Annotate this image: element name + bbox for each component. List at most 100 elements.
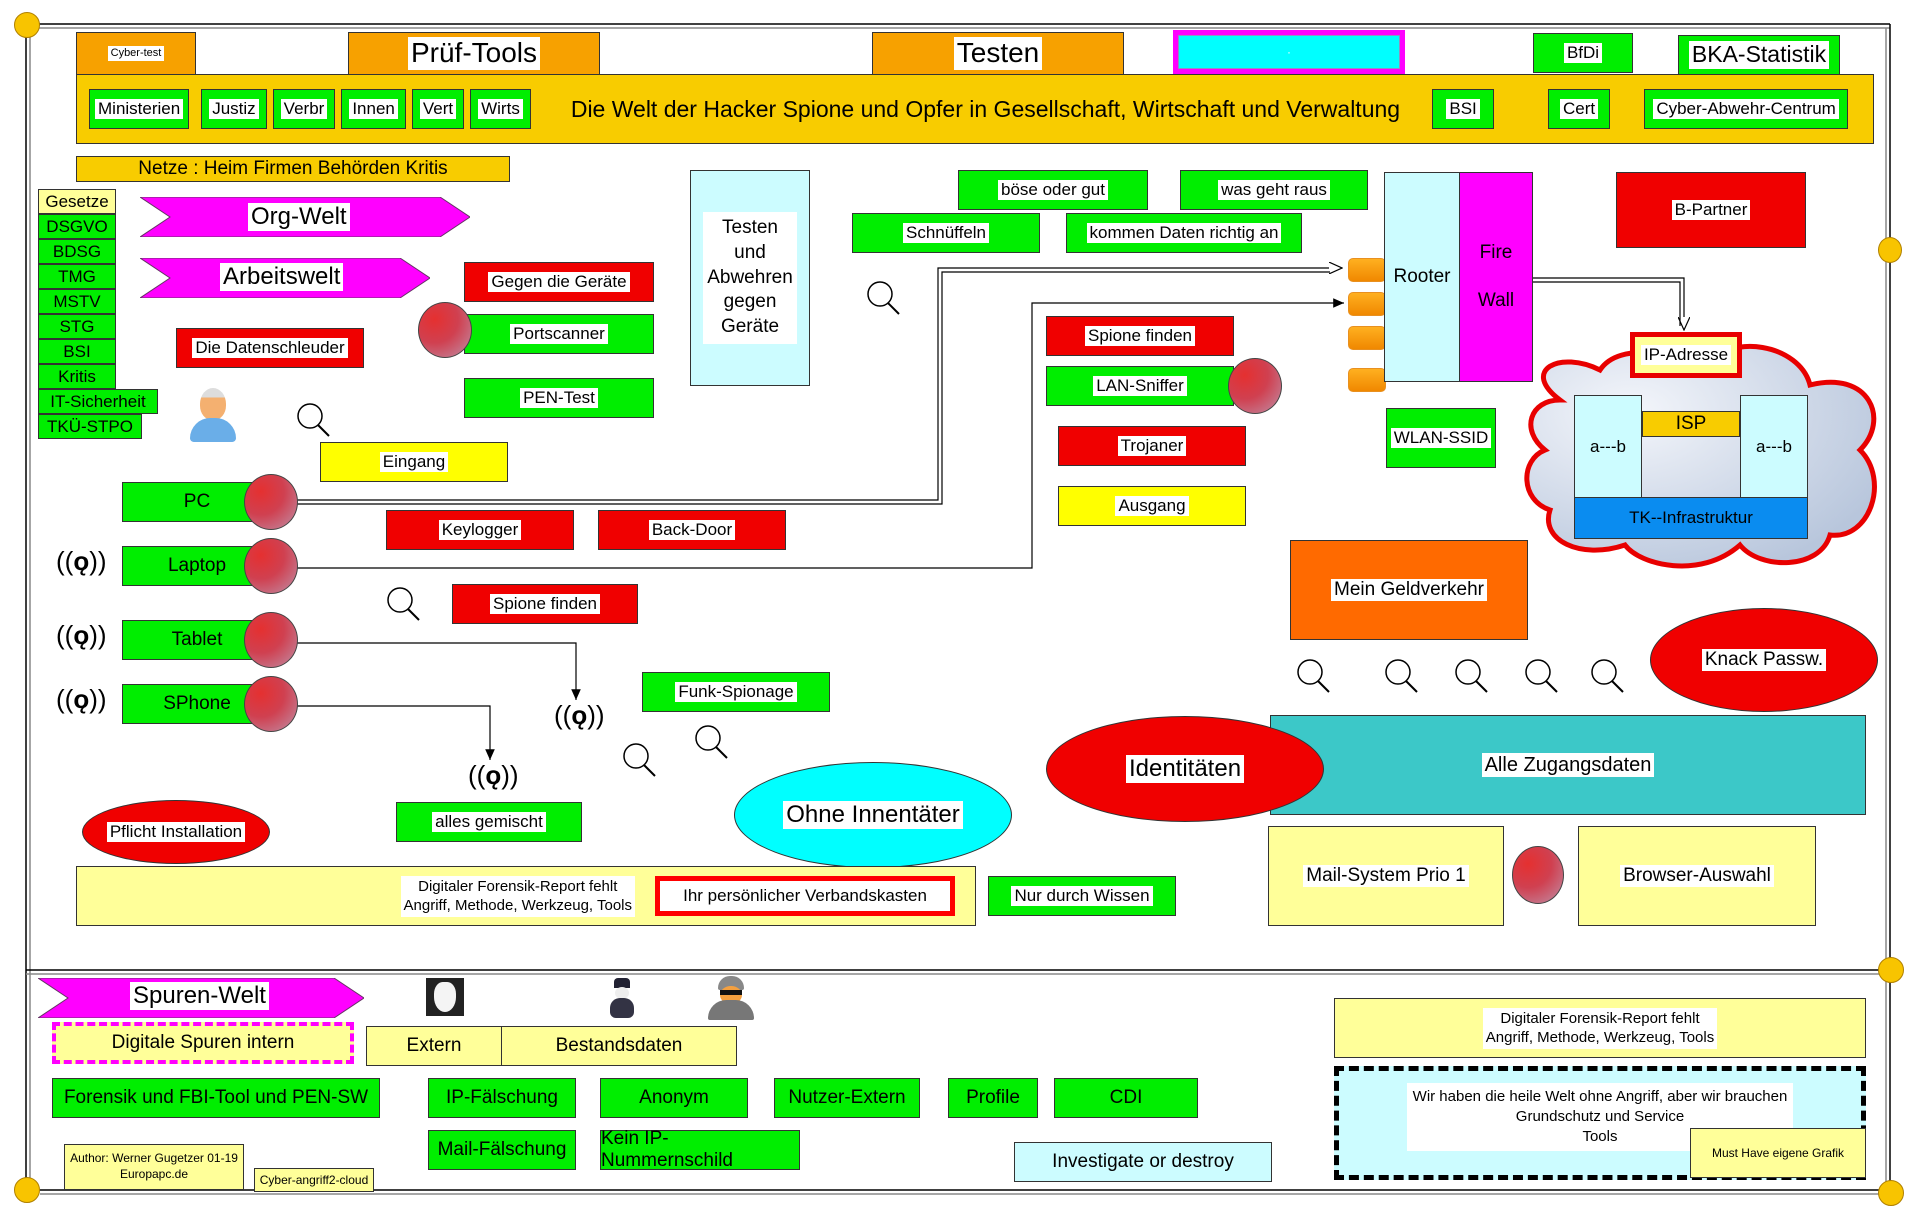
tag-cyber-abwehr-centrum[interactable]: Cyber-Abwehr-Centrum: [1644, 89, 1849, 129]
forensik-tool-box[interactable]: Forensik und FBI-Tool und PEN-SW: [52, 1078, 380, 1118]
frame-handle-bottom-left[interactable]: [14, 1177, 40, 1203]
pen-test-box[interactable]: PEN-Test: [464, 378, 654, 418]
ohne-innentaeter-oval[interactable]: Ohne Innentäter: [734, 762, 1012, 868]
tag-bsi[interactable]: BSI: [1432, 89, 1495, 129]
browser-auswahl-box[interactable]: Browser-Auswahl: [1578, 826, 1816, 926]
backdoor-box[interactable]: Back-Door: [598, 510, 786, 550]
alles-gemischt-box[interactable]: alles gemischt: [396, 802, 582, 842]
investigate-destroy-box[interactable]: Investigate or destroy: [1014, 1142, 1272, 1182]
router-port-2[interactable]: [1348, 292, 1386, 316]
arbeitswelt-arrow[interactable]: Arbeitswelt: [140, 258, 430, 298]
law-item[interactable]: TKÜ-STPO: [38, 414, 142, 439]
alle-zugangsdaten-box[interactable]: Alle Zugangsdaten: [1270, 715, 1866, 815]
law-item[interactable]: BDSG: [38, 239, 116, 264]
frame-handle-right-upper[interactable]: [1878, 237, 1902, 263]
testen-tab[interactable]: Testen: [872, 32, 1124, 74]
portscanner-box[interactable]: Portscanner: [464, 314, 654, 354]
cyber-test-tab[interactable]: Cyber-test: [76, 32, 196, 74]
verbandskasten-box[interactable]: Ihr persönlicher Verbandskasten: [655, 876, 955, 916]
law-item-label: BSI: [63, 341, 91, 361]
tag-innen[interactable]: Innen: [341, 89, 406, 129]
identitaeten-label: Identitäten: [1125, 754, 1245, 784]
extern-box[interactable]: Extern: [366, 1026, 502, 1066]
bka-statistik-button[interactable]: BKA-Statistik: [1678, 35, 1840, 75]
trojaner-box[interactable]: Trojaner: [1058, 426, 1246, 466]
kommen-daten-label: kommen Daten richtig an: [1086, 222, 1282, 244]
must-have-box[interactable]: Must Have eigene Grafik: [1690, 1128, 1866, 1178]
frame-handle-bottom-right[interactable]: [1878, 1180, 1904, 1206]
law-item[interactable]: STG: [38, 314, 116, 339]
funk-spionage-box[interactable]: Funk-Spionage: [642, 672, 830, 712]
tag-wirts[interactable]: Wirts: [470, 89, 531, 129]
cdi-box[interactable]: CDI: [1054, 1078, 1198, 1118]
bfdi-button[interactable]: BfDi: [1533, 33, 1633, 73]
lan-sniffer-box[interactable]: LAN-Sniffer: [1046, 366, 1234, 406]
router-port-4[interactable]: [1348, 368, 1386, 392]
nur-durch-wissen-box[interactable]: Nur durch Wissen: [988, 876, 1176, 916]
laptop-to-router-line: [296, 298, 1344, 569]
anonym-box[interactable]: Anonym: [600, 1078, 748, 1118]
tag-justiz[interactable]: Justiz: [201, 89, 267, 129]
pflicht-installation-oval[interactable]: Pflicht Installation: [82, 800, 270, 864]
b-partner-box[interactable]: B-Partner: [1616, 172, 1806, 248]
nutzer-extern-box[interactable]: Nutzer-Extern: [774, 1078, 920, 1118]
router-port-3[interactable]: [1348, 326, 1386, 350]
tag-ministerien[interactable]: Ministerien: [89, 89, 190, 129]
testen-abwehren-box[interactable]: Testen und Abwehren gegen Geräte: [690, 170, 810, 386]
cyan-box[interactable]: ·: [1173, 30, 1405, 74]
mail-faelschung-box[interactable]: Mail-Fälschung: [428, 1130, 576, 1170]
keylogger-box[interactable]: Keylogger: [386, 510, 574, 550]
pruef-tools-tab[interactable]: Prüf-Tools: [348, 32, 600, 74]
wlan-ssid-box[interactable]: WLAN-SSID: [1386, 408, 1496, 468]
testen-abwehren-text: Testen und Abwehren gegen Geräte: [703, 212, 797, 344]
router-port-1[interactable]: [1348, 258, 1386, 282]
device-node-icon: [244, 538, 298, 594]
ip-faelschung-box[interactable]: IP-Fälschung: [428, 1078, 576, 1118]
tag-vert[interactable]: Vert: [411, 89, 465, 129]
mein-geldverkehr-box[interactable]: Mein Geldverkehr: [1290, 540, 1528, 640]
bestandsdaten-box[interactable]: Bestandsdaten: [501, 1026, 737, 1066]
isp-box[interactable]: ISP: [1642, 411, 1740, 437]
law-item[interactable]: MSTV: [38, 289, 116, 314]
lan-sniffer-node-icon: [1228, 358, 1282, 414]
spione-finden-box-2[interactable]: Spione finden: [452, 584, 638, 624]
datenschleuder-box[interactable]: Die Datenschleuder: [176, 328, 364, 368]
tag-verbr[interactable]: Verbr: [272, 89, 336, 129]
firewall-box[interactable]: Fire Wall: [1459, 172, 1533, 382]
kein-ip-box[interactable]: Kein IP-Nummernschild: [600, 1128, 800, 1171]
ip-adresse-box[interactable]: IP-Adresse: [1630, 332, 1742, 378]
digitale-spuren-intern-box[interactable]: Digitale Spuren intern: [52, 1022, 354, 1064]
identitaeten-oval[interactable]: Identitäten: [1046, 716, 1324, 822]
law-item[interactable]: DSGVO: [38, 214, 116, 239]
boese-gut-box[interactable]: böse oder gut: [958, 170, 1148, 210]
law-item[interactable]: Kritis: [38, 364, 116, 389]
pruef-tools-label: Prüf-Tools: [407, 37, 541, 70]
tk-infrastruktur-label: TK--Infrastruktur: [1629, 508, 1753, 527]
eingang-box[interactable]: Eingang: [320, 442, 508, 482]
frame-handle-right-mid[interactable]: [1878, 957, 1904, 983]
frame-handle-top-left[interactable]: [14, 12, 40, 38]
law-item[interactable]: TMG: [38, 264, 116, 289]
schnueffeln-box[interactable]: Schnüffeln: [852, 213, 1040, 253]
forensik-report-box-2[interactable]: Digitaler Forensik-Report fehlt Angriff,…: [1334, 998, 1866, 1058]
knack-passw-oval[interactable]: Knack Passw.: [1650, 608, 1878, 712]
law-item-label: Kritis: [58, 366, 96, 386]
kommen-daten-box[interactable]: kommen Daten richtig an: [1066, 213, 1302, 253]
tag-cert[interactable]: Cert: [1548, 89, 1611, 129]
mail-system-box[interactable]: Mail-System Prio 1: [1268, 826, 1504, 926]
spione-finden-box-1[interactable]: Spione finden: [1046, 316, 1234, 356]
was-geht-raus-box[interactable]: was geht raus: [1180, 170, 1368, 210]
forensik-report-box-1[interactable]: Digitaler Forensik-Report fehlt Angriff,…: [76, 866, 976, 926]
ausgang-box[interactable]: Ausgang: [1058, 486, 1246, 526]
profile-box[interactable]: Profile: [948, 1078, 1038, 1118]
org-welt-arrow[interactable]: Org-Welt: [140, 197, 470, 237]
tk-infrastruktur-box[interactable]: TK--Infrastruktur: [1574, 497, 1808, 539]
law-item[interactable]: BSI: [38, 339, 116, 364]
spione-finden-label: Spione finden: [490, 593, 600, 615]
gegen-geraete-box[interactable]: Gegen die Geräte: [464, 262, 654, 302]
spuren-welt-arrow[interactable]: Spuren-Welt: [38, 978, 364, 1018]
portscanner-node-icon: [418, 302, 472, 358]
law-item[interactable]: IT-Sicherheit: [38, 389, 158, 414]
rooter-box[interactable]: Rooter: [1384, 172, 1460, 382]
device-node-icon: [244, 676, 298, 732]
